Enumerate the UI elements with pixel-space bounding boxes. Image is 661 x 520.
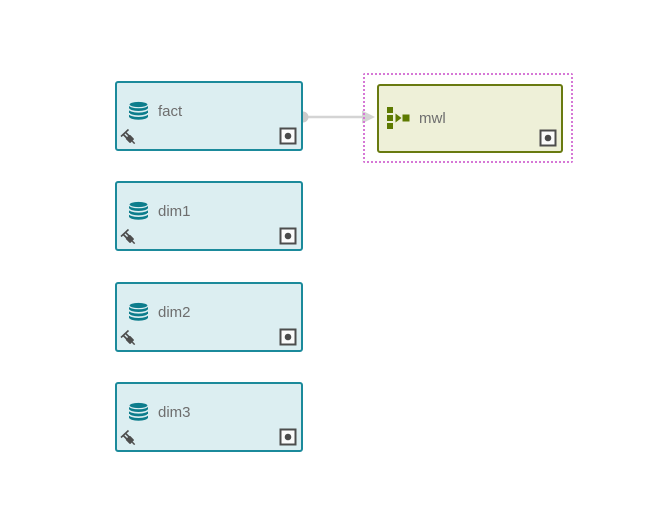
- node-dim1[interactable]: dim1: [115, 181, 303, 251]
- dot-in-square-icon[interactable]: [279, 127, 297, 145]
- node-label: fact: [158, 102, 183, 120]
- node-mwl-main: mwl: [386, 106, 446, 130]
- node-label: dim1: [158, 202, 191, 220]
- node-dim1-main: dim1: [127, 200, 191, 222]
- dot-in-square-icon[interactable]: [279, 428, 297, 446]
- node-dim3[interactable]: dim3: [115, 382, 303, 452]
- node-label: dim3: [158, 403, 191, 421]
- node-dim3-main: dim3: [127, 401, 191, 423]
- database-icon: [127, 401, 150, 423]
- edge-arrowhead-icon: [362, 110, 375, 124]
- node-mwl[interactable]: mwl: [377, 84, 563, 153]
- node-label: mwl: [419, 109, 446, 127]
- node-dim2[interactable]: dim2: [115, 282, 303, 352]
- dot-in-square-icon[interactable]: [279, 328, 297, 346]
- node-label: dim2: [158, 303, 191, 321]
- unplugged-icon: [119, 329, 139, 349]
- dot-in-square-icon[interactable]: [539, 129, 557, 147]
- node-dim2-main: dim2: [127, 301, 191, 323]
- unplugged-icon: [119, 429, 139, 449]
- node-fact[interactable]: fact: [115, 81, 303, 151]
- node-fact-main: fact: [127, 100, 182, 122]
- selection-rect-mwl: [363, 73, 573, 163]
- merge-operator-icon: [386, 106, 411, 130]
- unplugged-icon: [119, 128, 139, 148]
- database-icon: [127, 100, 150, 122]
- unplugged-icon: [119, 228, 139, 248]
- database-icon: [127, 301, 150, 323]
- dot-in-square-icon[interactable]: [279, 227, 297, 245]
- database-icon: [127, 200, 150, 222]
